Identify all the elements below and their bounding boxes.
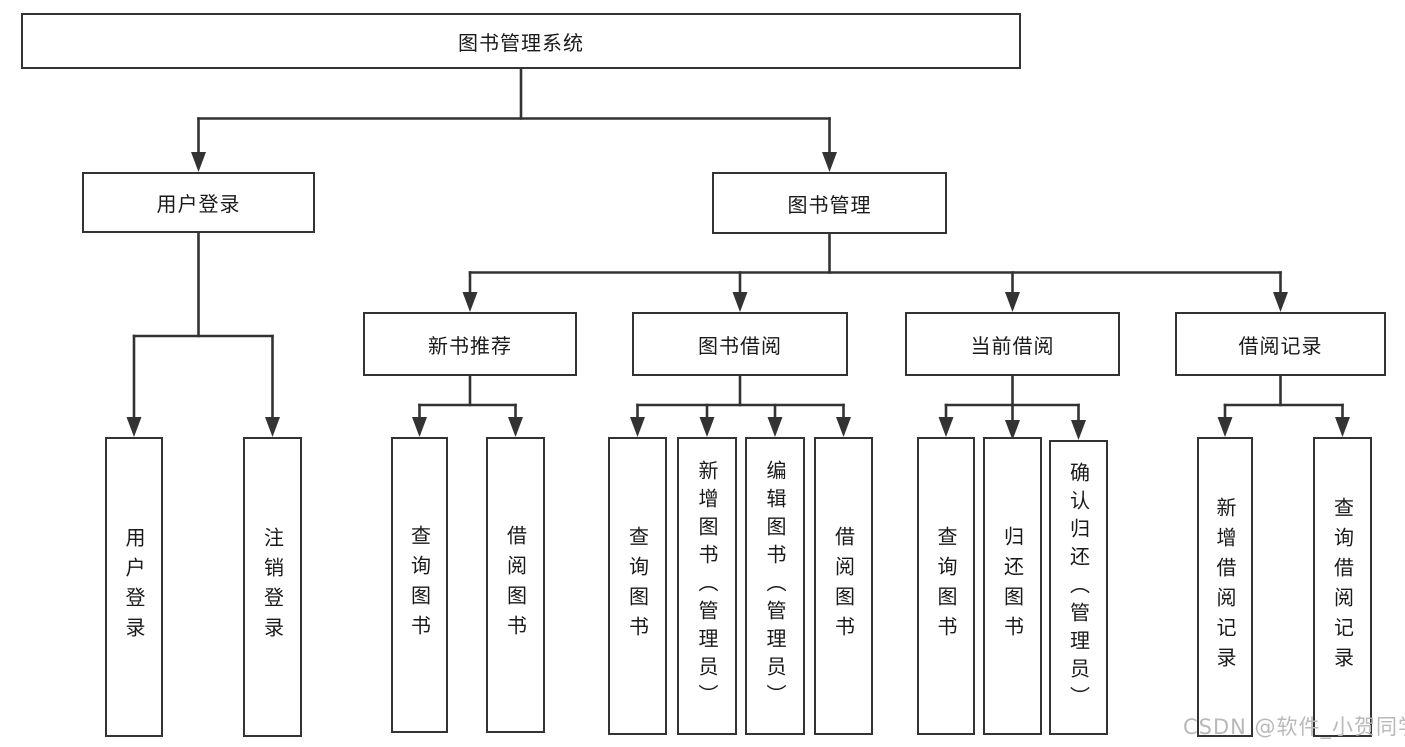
- leaf-confirm-return-admin-label: 确认归还（管理员）: [1066, 461, 1091, 714]
- arrowhead-icon: [1005, 420, 1020, 440]
- leaf-query-books-3-label: 查询图书: [934, 526, 958, 646]
- arrowhead-icon: [508, 417, 523, 437]
- leaf-user-login: 用户登录: [105, 437, 163, 737]
- leaf-add-borrow-record: 新增借阅记录: [1197, 437, 1253, 737]
- leaf-logout: 注销登录: [243, 437, 302, 737]
- csdn-watermark: CSDN @软件_小贺同学: [1183, 715, 1405, 739]
- leaf-borrow-books-2: 借阅图书: [814, 437, 873, 735]
- leaf-borrow-books-2-label: 借阅图书: [831, 526, 856, 646]
- leaf-confirm-return-admin: 确认归还（管理员）: [1049, 440, 1108, 735]
- node-root-label: 图书管理系统: [458, 30, 584, 55]
- arrowhead-icon: [1273, 292, 1288, 312]
- arrowhead-icon: [1335, 417, 1350, 437]
- node-user-login-label: 用户登录: [156, 192, 241, 216]
- leaf-query-books-2-label: 查询图书: [625, 526, 650, 646]
- leaf-return-book-label: 归还图书: [1000, 526, 1025, 646]
- node-book-management-label: 图书管理: [787, 192, 872, 217]
- leaf-query-books-2: 查询图书: [608, 437, 667, 735]
- leaf-borrow-books-1: 借阅图书: [486, 437, 545, 733]
- arrowhead-icon: [767, 417, 783, 437]
- leaf-query-books-1-label: 查询图书: [407, 525, 432, 645]
- leaf-logout-label: 注销登录: [260, 527, 285, 647]
- leaf-edit-book-admin: 编辑图书（管理员）: [745, 437, 805, 735]
- arrowhead-icon: [836, 417, 851, 437]
- node-borrow-record: 借阅记录: [1175, 312, 1386, 376]
- leaf-add-borrow-record-label: 新增借阅记录: [1213, 497, 1237, 677]
- arrowhead-icon: [191, 152, 206, 172]
- arrowhead-icon: [1005, 292, 1020, 312]
- node-root: 图书管理系统: [21, 13, 1021, 69]
- leaf-add-book-admin-label: 新增图书（管理员）: [695, 460, 719, 712]
- node-current-borrow: 当前借阅: [905, 312, 1120, 376]
- arrowhead-icon: [1071, 420, 1086, 440]
- node-book-borrow: 图书借阅: [632, 312, 848, 376]
- leaf-borrow-books-1-label: 借阅图书: [503, 525, 528, 645]
- leaf-return-book: 归还图书: [983, 437, 1042, 735]
- arrowhead-icon: [1217, 417, 1233, 437]
- node-new-book-recommend-label: 新书推荐: [428, 333, 512, 358]
- node-current-borrow-label: 当前借阅: [970, 333, 1055, 358]
- node-book-management: 图书管理: [712, 172, 947, 234]
- node-new-book-recommend: 新书推荐: [363, 312, 577, 376]
- leaf-query-books-3: 查询图书: [917, 437, 975, 735]
- node-user-login: 用户登录: [82, 172, 315, 233]
- arrowhead-icon: [630, 417, 645, 437]
- arrowhead-icon: [822, 152, 837, 172]
- arrowhead-icon: [462, 292, 478, 312]
- arrowhead-icon: [732, 292, 748, 312]
- arrowhead-icon: [265, 417, 280, 437]
- leaf-user-login-label: 用户登录: [122, 527, 146, 647]
- leaf-edit-book-admin-label: 编辑图书（管理员）: [763, 460, 787, 712]
- leaf-query-borrow-record-label: 查询借阅记录: [1330, 497, 1355, 677]
- arrowhead-icon: [699, 417, 715, 437]
- leaf-query-books-1: 查询图书: [391, 437, 448, 733]
- node-borrow-record-label: 借阅记录: [1238, 333, 1323, 358]
- leaf-add-book-admin: 新增图书（管理员）: [677, 437, 737, 735]
- arrowhead-icon: [412, 417, 427, 437]
- leaf-query-borrow-record: 查询借阅记录: [1313, 437, 1372, 737]
- node-book-borrow-label: 图书借阅: [698, 333, 782, 358]
- arrowhead-icon: [938, 417, 954, 437]
- arrowhead-icon: [126, 417, 142, 437]
